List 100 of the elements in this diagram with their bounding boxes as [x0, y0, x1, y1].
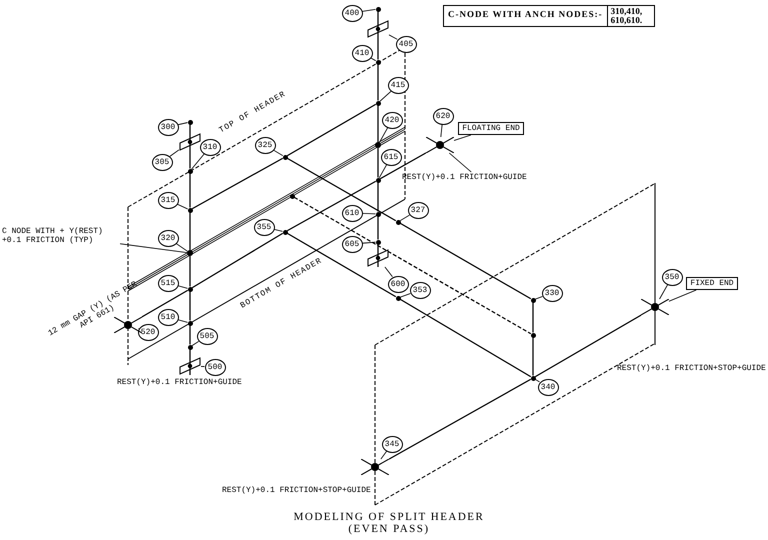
pipe-line [286, 158, 396, 222]
pipe-line [286, 180, 376, 232]
pipe-node-dot [376, 60, 380, 64]
pipe-node-dot [188, 320, 192, 326]
pipe-node-dot [282, 230, 288, 234]
pipe-line [189, 256, 191, 286]
pipe-line [400, 298, 532, 378]
pipe-line [380, 152, 426, 180]
pipe-node-dot [376, 6, 380, 12]
pipe-node-dot [376, 212, 380, 216]
callout-number: 305 [152, 154, 172, 170]
leader-line [192, 340, 200, 346]
pipe-node-dot [188, 286, 192, 292]
callout-number: 600 [388, 276, 408, 292]
leader-line [400, 214, 410, 222]
support-note: REST(Y)+0.1 FRICTION+GUIDE [402, 172, 552, 182]
restraint-symbol [426, 137, 454, 153]
pipe-node-dot [530, 332, 536, 338]
pipe-node-dot [396, 296, 400, 300]
leader-line [120, 243, 188, 254]
end-tag: FLOATING END [458, 122, 524, 135]
leader-line [384, 266, 393, 278]
pipe-node-dot [187, 250, 193, 256]
callout-number: 515 [158, 274, 178, 292]
callout-number: 353 [410, 282, 430, 298]
support-plate-symbol [367, 20, 389, 38]
callout-number: 325 [254, 136, 276, 154]
callout-number: 315 [158, 192, 178, 208]
anchor-node-list: 310,410, 610,610. [606, 6, 654, 26]
pipe-node-dot [188, 208, 192, 212]
support-plate-symbol [179, 133, 201, 151]
pipe-line [534, 314, 642, 378]
callout-number: 510 [158, 308, 178, 326]
pipe-line [377, 148, 379, 178]
pipe-line [377, 182, 379, 212]
callout-number: 615 [380, 148, 402, 166]
leader-line [454, 134, 472, 141]
pipe-line [286, 104, 376, 156]
pipe-node-dot [188, 344, 192, 350]
leader-line [273, 150, 284, 156]
restraint-symbol [114, 317, 142, 333]
leader-line [379, 127, 388, 143]
support-note: REST(Y)+0.1 FRICTION+GUIDE [117, 378, 242, 387]
leader-line [388, 34, 398, 40]
pipe-line [377, 64, 379, 100]
pipe-line [400, 222, 532, 300]
pipe-line [388, 378, 532, 460]
leader-line [400, 293, 411, 298]
leader-line [362, 213, 376, 214]
callout-number: 327 [408, 202, 428, 218]
callout-number: 605 [342, 236, 362, 252]
pipe-node-dot [188, 168, 192, 174]
restraint-symbol [641, 299, 669, 315]
leader-line [191, 154, 205, 170]
callout-number: 620 [432, 108, 454, 124]
pipe-node-dot [375, 142, 381, 148]
end-tag: FIXED END [686, 277, 738, 290]
restraint-symbol [361, 459, 389, 475]
callout-number: 355 [254, 218, 274, 236]
pipe-node-dot [530, 298, 536, 302]
callout-number: 400 [342, 4, 362, 22]
leader-line [176, 204, 188, 210]
dashed-line [294, 196, 532, 334]
callout-number: 420 [382, 112, 402, 128]
leader-line [659, 284, 668, 300]
drawing-title: MODELING OF SPLIT HEADER (EVEN PASS) [292, 511, 486, 535]
pipe-line [192, 158, 284, 210]
callout-number: 300 [158, 118, 178, 136]
pipe-node-dot [282, 154, 288, 160]
callout-number: 610 [342, 204, 362, 222]
pipe-node-dot [396, 220, 400, 224]
pipe-node-dot [530, 376, 536, 380]
leader-line [169, 149, 180, 157]
support-plate-symbol [367, 249, 389, 267]
leader-line [362, 8, 376, 12]
leader-line [178, 122, 188, 126]
pipe-node-dot [188, 120, 192, 124]
leader-line [448, 152, 472, 172]
support-note: REST(Y)+0.1 FRICTION+STOP+GUIDE [617, 364, 766, 373]
pipe-line [189, 326, 191, 344]
pipe-node-dot [376, 240, 380, 244]
leader-line [668, 290, 697, 302]
leader-line [378, 164, 388, 178]
callout-number: 345 [382, 436, 402, 452]
pipe-line [532, 302, 534, 332]
callout-number: 320 [158, 230, 178, 246]
leader-line [200, 366, 205, 367]
leader-line [440, 124, 443, 138]
leader-line [534, 296, 543, 300]
support-plate-symbol [179, 357, 201, 375]
callout-number: 500 [204, 358, 226, 376]
callout-number: 330 [542, 284, 562, 302]
leader-line [362, 242, 376, 244]
callout-number: 340 [538, 378, 558, 396]
pipe-line [377, 106, 379, 142]
leader-line [178, 285, 188, 289]
leader-line [176, 243, 188, 252]
callout-number: 310 [200, 138, 220, 156]
pipe-line [192, 232, 284, 288]
pipe-line [377, 38, 379, 60]
